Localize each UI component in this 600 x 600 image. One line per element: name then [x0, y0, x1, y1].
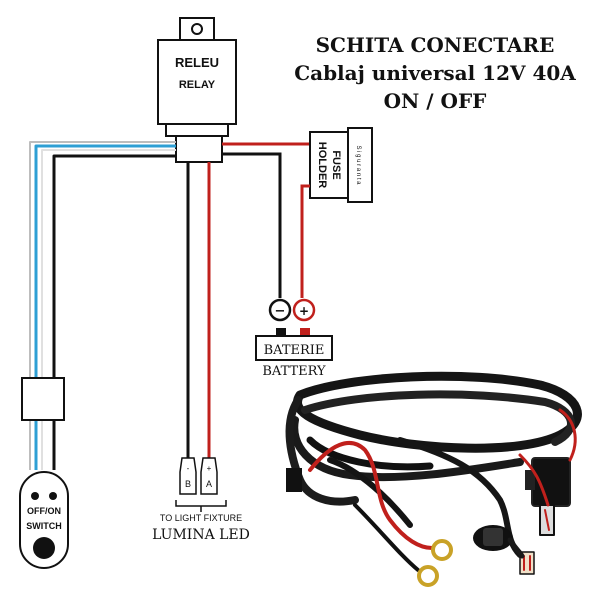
light-connector-b: - B	[179, 457, 197, 495]
switch-label: SWITCH	[26, 521, 62, 531]
pin-b-label: B	[185, 479, 191, 489]
fuse-text: S i g u r a n t a	[355, 145, 361, 185]
relay: RELEU RELAY	[157, 17, 237, 163]
fuse-holder: FUSE HOLDER S i g u r a n t a	[309, 127, 373, 203]
fuse-label-line1: FUSE	[330, 150, 342, 179]
switch-button-icon	[33, 537, 55, 559]
battery: BATERIE BATTERY	[255, 328, 333, 379]
relay-label-ro: RELEU	[175, 55, 219, 70]
switch-label-onoff: OFF/ON	[27, 506, 61, 516]
pin-a-label: A	[206, 479, 212, 489]
fuse-to-battery-positive-wire	[300, 184, 310, 298]
pin-a-sign: +	[207, 464, 212, 473]
light-label-en: TO LIGHT FIXTURE	[160, 513, 242, 523]
wire-harness-photo	[285, 371, 582, 587]
pin-b-sign: -	[187, 464, 190, 473]
light-connector-a: + A	[200, 457, 218, 495]
relay-to-battery-negative-wire	[222, 152, 282, 298]
fuse-label-line2: HOLDER	[316, 142, 328, 189]
light-bracket	[175, 500, 227, 512]
battery-label-en: BATTERY	[262, 364, 326, 379]
battery-positive-ring	[292, 298, 316, 322]
diagram-title-line2: Cablaj universal 12V 40A	[294, 61, 576, 85]
diagram-title-line1: SCHITA CONECTARE	[315, 33, 555, 57]
switch-wire-bundle	[29, 141, 176, 470]
light-label-ro: LUMINA LED	[152, 527, 250, 543]
battery-positive-symbol: +	[299, 304, 309, 318]
battery-label-ro: BATERIE	[264, 343, 325, 358]
battery-negative-symbol: −	[275, 304, 286, 319]
switch: OFF/ON SWITCH	[19, 471, 69, 569]
relay-label-en: RELAY	[179, 79, 216, 91]
switch-connector	[21, 377, 65, 421]
battery-negative-ring	[268, 298, 292, 322]
diagram-title-line3: ON / OFF	[383, 89, 487, 113]
